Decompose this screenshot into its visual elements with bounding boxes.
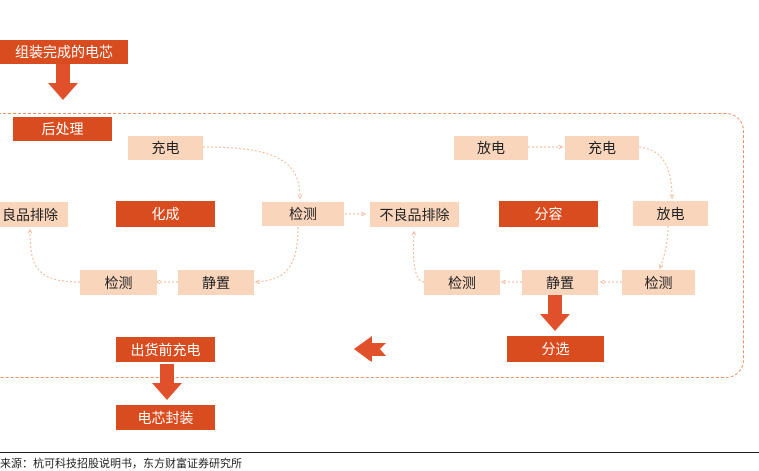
down-arrow-icon [48, 64, 78, 100]
rest-box: 静置 [178, 270, 254, 295]
connector-inspect-reject [30, 230, 81, 283]
charge-box: 充电 [128, 136, 203, 160]
grading-box: 分容 [499, 201, 598, 227]
inspect-box: 检测 [80, 270, 157, 295]
charge-box: 充电 [565, 136, 639, 160]
post-processing-label: 后处理 [13, 117, 112, 141]
rest-box: 静置 [522, 270, 598, 295]
assembled-cell-box: 组装完成的电芯 [0, 40, 128, 64]
inspect-box: 检测 [424, 270, 500, 295]
down-arrow-icon [540, 295, 570, 331]
connector-inspect-rest [256, 226, 299, 282]
connector-charge-discharge [638, 146, 672, 198]
inspect-box: 检测 [262, 202, 344, 226]
reject-defective-box: 不良品排除 [370, 202, 459, 227]
reject-good-box: 良品排除 [0, 202, 68, 227]
connector-inspect-reject-right [413, 232, 425, 283]
formation-box: 化成 [116, 201, 215, 227]
inspect-box: 检测 [622, 270, 695, 295]
sorting-box: 分选 [507, 336, 604, 362]
discharge-box: 放电 [633, 201, 708, 226]
source-note: 来源：杭可科技招股说明书，东方财富证券研究所 [0, 452, 759, 471]
cell-packaging-box: 电芯封装 [116, 405, 215, 430]
pre-shipment-charge-box: 出货前充电 [116, 337, 215, 362]
connector-charge-inspect [202, 146, 300, 198]
discharge-box: 放电 [454, 136, 528, 160]
down-arrow-icon [152, 364, 182, 400]
post-processing-panel [0, 113, 744, 378]
connector-discharge-inspect [660, 225, 669, 268]
